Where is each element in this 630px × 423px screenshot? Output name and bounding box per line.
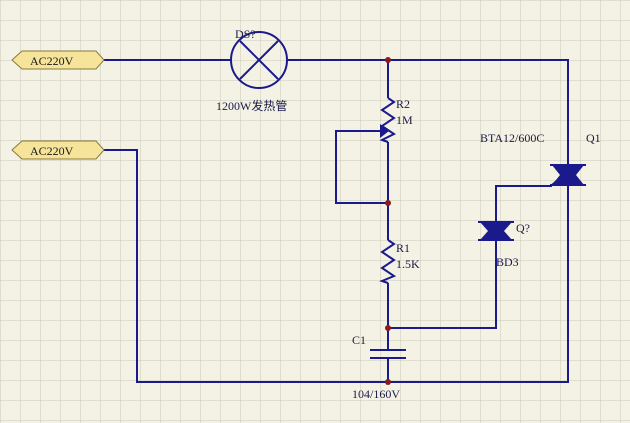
wire-r2-wiper-loop <box>335 130 388 204</box>
triac-value: BTA12/600C <box>480 131 544 145</box>
wire-c1-to-diac <box>388 240 497 329</box>
wires <box>104 59 569 383</box>
junction-bottom <box>385 379 391 385</box>
capacitor-c1[interactable] <box>370 349 406 359</box>
lamp-designator: DS? <box>235 27 256 41</box>
lamp-ds[interactable] <box>230 31 288 89</box>
diac-designator: Q? <box>516 221 530 235</box>
wire-bottom-rail <box>104 149 569 383</box>
r2-designator: R2 <box>396 97 410 111</box>
resistor-r1[interactable] <box>379 239 397 284</box>
port-top-label: AC220V <box>30 54 74 68</box>
port-ac220v-top[interactable]: AC220V <box>11 50 105 70</box>
r1-designator: R1 <box>396 241 410 255</box>
r2-value: 1M <box>396 113 413 127</box>
junction-c1-diac <box>385 325 391 331</box>
junction-top <box>385 57 391 63</box>
wire-diac-to-gate <box>495 185 552 222</box>
lamp-value: 1200W发热管 <box>216 98 287 113</box>
potentiometer-r2[interactable] <box>379 97 396 143</box>
r1-value: 1.5K <box>396 257 420 271</box>
diac-value: BD3 <box>496 255 519 269</box>
c1-value: 104/160V <box>352 387 400 401</box>
c1-designator: C1 <box>352 333 366 347</box>
port-bottom-label: AC220V <box>30 144 74 158</box>
junction-r2-r1 <box>385 200 391 206</box>
triac-designator: Q1 <box>586 131 601 145</box>
triac-q1[interactable] <box>550 164 586 186</box>
port-ac220v-bottom[interactable]: AC220V <box>11 140 105 160</box>
wire-top-rail <box>288 59 569 165</box>
diac-bd3[interactable] <box>478 221 514 241</box>
